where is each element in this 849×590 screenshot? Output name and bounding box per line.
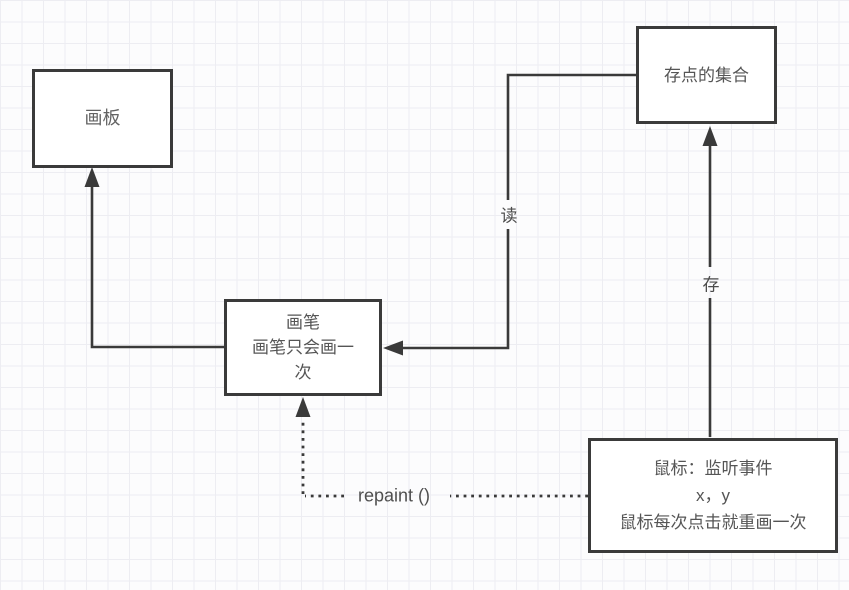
edge-label-read: 读 [500,206,518,226]
node-mouse-line-1: 鼠标：监听事件 [653,459,773,478]
node-mouse: 鼠标：监听事件 x，y 鼠标每次点击就重画一次 [588,438,838,553]
node-brush-line-1: 画笔 [286,313,320,332]
arrow-mouse-to-points [702,126,718,437]
arrow-brush-to-board [84,167,224,349]
edge-label-store: 存 [702,275,720,295]
node-points-collection-label: 存点的集合 [664,65,749,85]
node-mouse-line-3: 鼠标每次点击就重画一次 [619,513,807,532]
node-points-collection: 存点的集合 [636,26,777,124]
node-brush-line-3: 次 [294,363,312,382]
arrow-points-to-brush [383,73,637,356]
node-board-label: 画板 [84,108,121,128]
node-brush: 画笔 画笔只会画一 次 [224,299,382,396]
edge-label-repaint: repaint () [357,485,431,506]
node-board: 画板 [32,69,173,168]
node-mouse-line-2: x，y [696,486,730,505]
arrow-mouse-to-brush-dotted [295,397,588,498]
node-brush-line-2: 画笔只会画一 [252,338,354,357]
